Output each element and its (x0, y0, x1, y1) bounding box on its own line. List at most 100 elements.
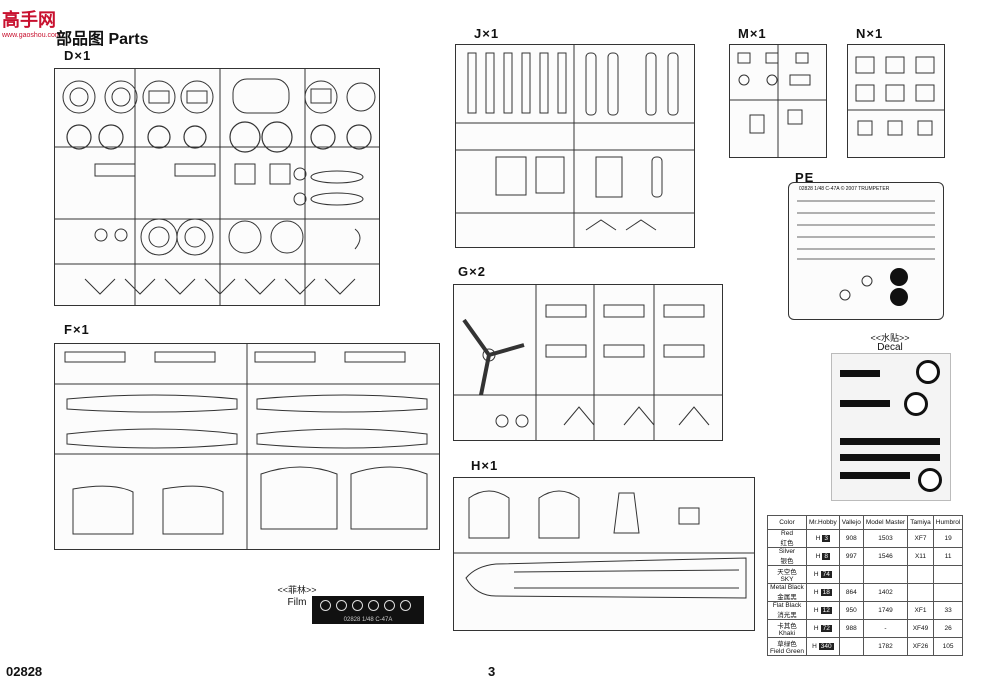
vallejo-code: 997 (838, 547, 864, 566)
film-sheet: 02828 1/48 C-47A (312, 596, 424, 624)
film-caption-en: Film (287, 597, 307, 608)
table-header-row: Color Mr.Hobby Vallejo Model Master Tami… (767, 515, 964, 530)
vallejo-code: 908 (838, 529, 864, 548)
pe-fret-drawing (797, 200, 935, 306)
model-master-code: 1782 (862, 637, 909, 656)
sprue-m-frame (729, 44, 827, 158)
vallejo-code (838, 565, 864, 584)
sprue-h-label: H×1 (471, 458, 499, 473)
sprue-g-drawing (454, 285, 722, 440)
sprue-f-label: F×1 (64, 322, 90, 337)
vallejo-code (838, 637, 864, 656)
sprue-j-frame (455, 44, 695, 248)
decal-sheet (831, 353, 951, 501)
table-header: Color (767, 515, 807, 530)
logo-text: 高手网 (2, 10, 56, 31)
sprue-j-label: J×1 (474, 26, 500, 41)
sprue-n-label: N×1 (856, 26, 884, 41)
vallejo-code: 864 (838, 583, 864, 602)
table-header: Tamiya (907, 515, 934, 530)
sprue-f-drawing (55, 344, 439, 549)
humbrol-code: 33 (932, 601, 964, 620)
vallejo-code: 950 (838, 601, 864, 620)
tamiya-code: XF1 (907, 601, 934, 620)
decal-roundel (904, 392, 928, 416)
tamiya-code (907, 583, 934, 602)
tamiya-code: XF49 (907, 619, 934, 638)
humbrol-code: 105 (932, 637, 964, 656)
film-gauge (336, 600, 347, 611)
decal-roundel (916, 360, 940, 384)
sprue-g-frame (453, 284, 723, 441)
table-header: Model Master (862, 515, 909, 530)
decal-caption-cn: <<水贴>> (870, 333, 910, 343)
decal-stripe (840, 370, 880, 377)
sprue-n-frame (847, 44, 945, 158)
pe-header: 02828 1/48 C-47A © 2007 TRUMPETER (799, 186, 890, 192)
model-master-code: 1503 (862, 529, 909, 548)
site-logo: 高手网 www.gaoshou.com (2, 6, 72, 39)
model-master-code: 1749 (862, 601, 909, 620)
page-title: 部品图 Parts (56, 31, 149, 48)
vallejo-code: 988 (838, 619, 864, 638)
film-gauge (368, 600, 379, 611)
decal-stripe (840, 472, 910, 479)
decal-stripe (840, 438, 940, 445)
table-header: Vallejo (838, 515, 864, 530)
sprue-f-frame (54, 343, 440, 550)
sprue-pe-label: PE (795, 170, 815, 185)
sprue-d-label: D×1 (64, 48, 92, 63)
tamiya-code: XF26 (907, 637, 934, 656)
logo-url: www.gaoshou.com (2, 32, 61, 39)
decal-stripe (840, 400, 890, 407)
decal-roundel (918, 468, 942, 492)
model-master-code: 1402 (862, 583, 909, 602)
sprue-n-drawing (848, 56, 944, 136)
tamiya-code (907, 565, 934, 584)
model-master-code (862, 565, 909, 584)
decal-stripe (840, 454, 940, 461)
humbrol-code (932, 565, 964, 584)
film-gauge (400, 600, 411, 611)
table-header: Humbrol (932, 515, 964, 530)
table-header: Mr.Hobby (805, 515, 840, 530)
decal-caption-en: Decal (877, 342, 903, 353)
sprue-d-drawing (55, 69, 379, 305)
sprue-d-frame (54, 68, 380, 306)
humbrol-code: 19 (932, 529, 964, 548)
film-caption-cn: <<菲林>> (277, 585, 317, 595)
page-number: 3 (488, 664, 496, 679)
sprue-m-drawing (730, 45, 826, 157)
sprue-j-drawing (456, 45, 694, 247)
model-master-code: 1546 (862, 547, 909, 566)
paint-color-table: Color Mr.Hobby Vallejo Model Master Tami… (767, 515, 964, 656)
film-code: 02828 1/48 C-47A (343, 617, 393, 623)
tamiya-code: X11 (907, 547, 934, 566)
humbrol-code: 11 (932, 547, 964, 566)
film-gauge (352, 600, 363, 611)
film-gauge (320, 600, 331, 611)
humbrol-code (932, 583, 964, 602)
sprue-h-drawing (454, 490, 754, 599)
film-gauge (384, 600, 395, 611)
humbrol-code: 26 (932, 619, 964, 638)
kit-number: 02828 (6, 664, 43, 679)
